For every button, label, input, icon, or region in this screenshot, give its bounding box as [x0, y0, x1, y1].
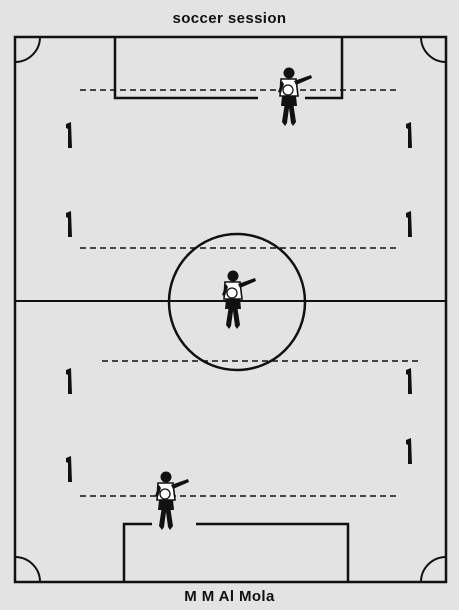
author-credit: M M Al Mola	[0, 588, 459, 605]
penalty-area-top	[115, 37, 258, 98]
player-figure-icon	[155, 68, 312, 531]
corner-arc-top-right	[421, 37, 446, 62]
penalty-area-bottom	[124, 524, 152, 582]
corner-arc-bottom-right	[421, 557, 446, 582]
corner-arc-bottom-left	[15, 557, 40, 582]
corner-arc-top-left	[15, 37, 40, 62]
